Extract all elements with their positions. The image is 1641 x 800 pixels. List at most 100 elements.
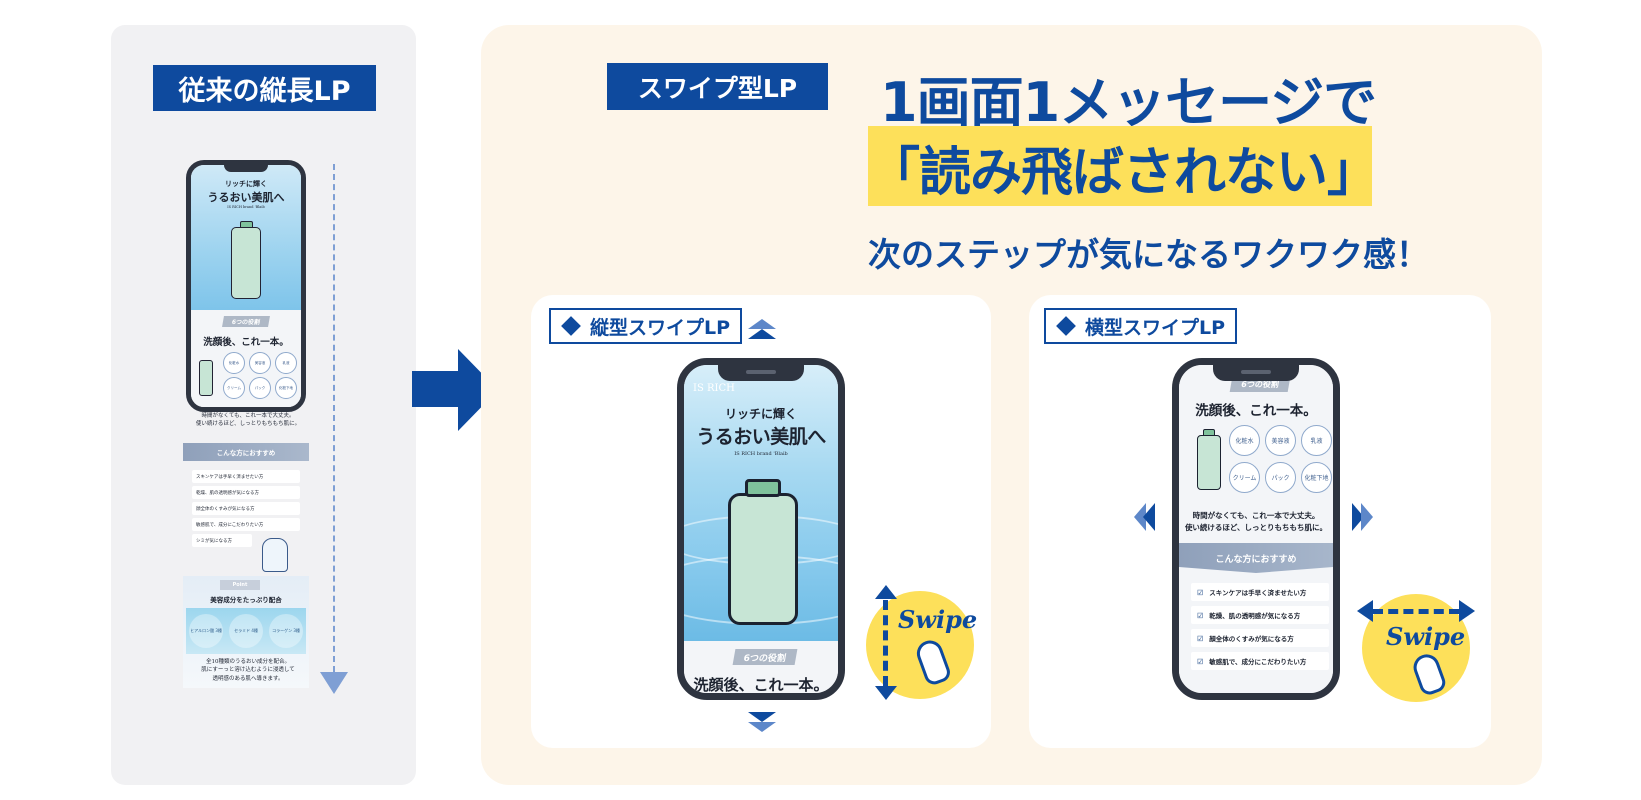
point-footer-text: 全10種類のうるおい成分を配合。 肌にすーっと溶け込むように浸透して 透明感のあ… [182, 658, 314, 683]
hero-line-3: IS RICH brand 'Blaib [227, 205, 265, 209]
section-heading: 洗顔後、これ一本。 [203, 337, 289, 348]
footer-line: 肌にすーっと溶け込むように浸透して [201, 667, 295, 674]
list-item: 乾燥、肌の透明感が気になる方 [1191, 606, 1329, 624]
headline-highlight [868, 126, 1372, 206]
bottle-illustration-small [199, 360, 213, 396]
scroll-dashed-line [333, 164, 335, 672]
role-circle: 乳液 [1301, 425, 1332, 456]
phone-notch [224, 165, 268, 172]
recommend-band: こんな方におすすめ [1179, 543, 1333, 573]
role-circle: 化粧水 [1229, 425, 1260, 456]
chevron-left-icon [1357, 600, 1373, 622]
body-line: 使い続けるほど、しっとりもちもち肌に。 [195, 421, 301, 428]
role-circle: クリーム [223, 377, 245, 399]
hero-line-2: うるおい美肌へ [207, 191, 285, 204]
chevron-down-icon [875, 686, 897, 700]
role-circle: 化粧下地 [1301, 462, 1332, 493]
list-item: スキンケアは手早く済ませたい方 [192, 470, 300, 483]
point-badge: Point [220, 580, 260, 590]
list-item: 乾燥、肌の透明感が気になる方 [192, 486, 300, 499]
horizontal-swipe-tag: 横型スワイプLP [1044, 308, 1238, 344]
chevron-down-icon [320, 672, 348, 694]
point-title: 美容成分をたっぷり配合 [210, 596, 282, 604]
chevron-up-icon [748, 329, 776, 339]
vertical-swipe-tag: 縦型スワイプLP [549, 308, 743, 344]
role-circle: 美容液 [249, 352, 271, 374]
diamond-icon [561, 316, 581, 336]
bottle-cap [745, 479, 781, 497]
role-circle: クリーム [1229, 462, 1260, 493]
list-item: 敏感肌で、成分にこだわりたい方 [192, 518, 300, 531]
section-heading: 洗顔後、これ一本。 [693, 676, 829, 694]
person-illustration [262, 538, 288, 572]
section-heading: 洗顔後、これ一本。 [1195, 403, 1317, 419]
arrow-right-icon [412, 371, 462, 407]
chevron-down-icon [748, 722, 776, 732]
role-circle: 乳液 [275, 352, 297, 374]
footer-line: 透明感のある肌へ導きます。 [212, 675, 284, 682]
long-body-text: 時間がなくても、これ一本で大丈夫。 使い続けるほど、しっとりもちもち肌に。 [182, 412, 314, 429]
brand-name: IS RICH [693, 383, 735, 394]
chevron-right-icon [1459, 600, 1475, 622]
body-line: 使い続けるほど、しっとりもちもち肌に。 [1184, 522, 1328, 532]
horizontal-swipe-line [1373, 609, 1459, 614]
hero-line-1: リッチに輝く [724, 407, 797, 421]
role-circle: パック [249, 377, 271, 399]
role-circle: 化粧水 [223, 352, 245, 374]
role-circles: 化粧水 美容液 乳液 クリーム パック 化粧下地 [1229, 425, 1333, 493]
phone-notch [718, 365, 804, 381]
diamond-icon [1056, 316, 1076, 336]
vertical-swipe-phone: IS RICH リッチに輝く うるおい美肌へ IS RICH brand 'Bl… [677, 358, 845, 700]
vertical-swipe-label: 縦型スワイプLP [590, 316, 731, 339]
long-lp-phone: リッチに輝く うるおい美肌へ IS RICH brand 'Blaib 6つの役… [186, 160, 306, 412]
phone-notch [1213, 365, 1299, 381]
ingredient-circles: ヒアルロン酸 3種 セラミド 4種 コラーゲン 3種 [189, 614, 303, 648]
list-item: スキンケアは手早く済ませたい方 [1191, 583, 1329, 601]
conventional-lp-title: 従来の縦長LP [153, 65, 376, 111]
recommend-list: スキンケアは手早く済ませたい方 乾燥、肌の透明感が気になる方 顔全体のくすみが気… [1191, 583, 1329, 675]
phone-section: 6つの役割 洗顔後、これ一本。 [684, 641, 838, 694]
hero-line-1: リッチに輝く [225, 179, 267, 188]
role-circle: 美容液 [1265, 425, 1296, 456]
ingredient-circle: ヒアルロン酸 3種 [189, 614, 223, 648]
footer-line: 全10種類のうるおい成分を配合。 [206, 659, 290, 665]
phone-screen: 6つの役割 洗顔後、これ一本。 化粧水 美容液 乳液 クリーム パック 化粧下地… [1179, 365, 1333, 693]
role-circles: 化粧水 美容液 乳液 クリーム パック 化粧下地 [223, 352, 299, 399]
long-lp-section: 6つの役割 洗顔後、これ一本。 化粧水 美容液 乳液 クリーム パック 化粧下地 [191, 310, 301, 407]
body-line: 時間がなくても、これ一本で大丈夫。 [1192, 511, 1320, 520]
bottle-illustration [231, 227, 261, 299]
bottle-illustration [1197, 435, 1221, 490]
recommend-band: こんな方におすすめ [183, 443, 309, 461]
list-item: 敏感肌で、成分にこだわりたい方 [1191, 652, 1329, 670]
headline-highlighted: 「読み飛ばされない」 [868, 143, 1379, 203]
ingredient-circle: コラーゲン 3種 [269, 614, 303, 648]
swipe-lp-tag: スワイプ型LP [607, 63, 828, 110]
chevron-right-icon [1361, 503, 1373, 531]
body-line: 時間がなくても、これ一本で大丈夫。 [201, 413, 295, 419]
list-item: 顔全体のくすみが気になる方 [1191, 629, 1329, 647]
body-text: 時間がなくても、これ一本で大丈夫。 使い続けるほど、しっとりもちもち肌に。 [1179, 510, 1333, 533]
vertical-swipe-line [883, 600, 888, 686]
swipe-label: Swipe [898, 605, 978, 634]
section-badge: 6つの役割 [222, 316, 270, 327]
chevron-left-icon [1143, 503, 1155, 531]
horizontal-swipe-label: 横型スワイプLP [1085, 316, 1226, 339]
section-badge: 6つの役割 [732, 649, 798, 665]
hero-line-2: うるおい美肌へ [696, 426, 826, 448]
phone-hero: IS RICH リッチに輝く うるおい美肌へ IS RICH brand 'Bl… [684, 365, 838, 641]
bottle-illustration [728, 493, 798, 625]
list-item: 顔全体のくすみが気になる方 [192, 502, 300, 515]
horizontal-swipe-phone: 6つの役割 洗顔後、これ一本。 化粧水 美容液 乳液 クリーム パック 化粧下地… [1172, 358, 1340, 700]
long-lp-hero: リッチに輝く うるおい美肌へ IS RICH brand 'Blaib [191, 165, 301, 310]
list-item: シミが気になる方 [192, 534, 252, 547]
chevron-up-icon [875, 585, 897, 599]
ingredient-circle: セラミド 4種 [229, 614, 263, 648]
hero-line-3: IS RICH brand 'Blaib [734, 451, 788, 457]
chevron-down-icon [748, 712, 776, 722]
swipe-label: Swipe [1386, 622, 1466, 651]
subheadline: 次のステップが気になるワクワク感！ [868, 235, 1429, 274]
role-circle: 化粧下地 [275, 377, 297, 399]
headline-primary: 1画面1メッセージで [880, 71, 1377, 134]
point-ingredients [186, 608, 306, 654]
chevron-up-icon [748, 319, 776, 329]
